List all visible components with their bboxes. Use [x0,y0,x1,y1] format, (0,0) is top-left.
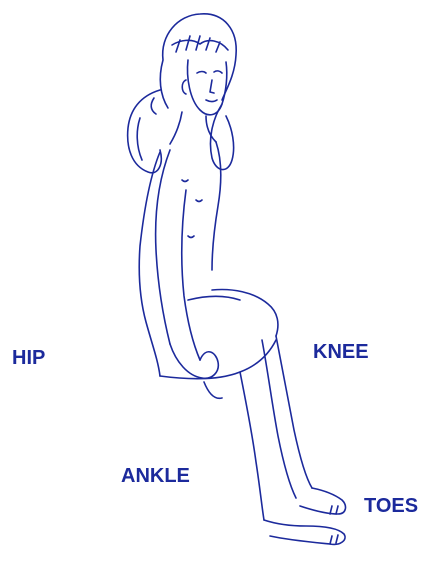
arm-lower [182,190,200,360]
nose-mouth [206,80,217,102]
neck [170,112,216,144]
foot-front [300,488,345,514]
lap-fold [188,296,240,300]
left-pigtail-tie [151,98,156,114]
arm-upper [156,150,170,344]
hair-bangs [172,36,228,52]
foot-back [264,520,345,544]
label-toes: TOES [364,496,418,516]
second-leg [262,340,296,498]
ear [182,80,186,94]
eyes [197,71,222,73]
label-knee: KNEE [313,342,369,362]
navel [188,236,194,238]
calf-back [240,372,264,520]
label-ankle: ANKLE [121,466,190,486]
shin-front [276,336,312,488]
toes-detail [330,506,338,544]
label-hip: HIP [12,348,45,368]
hand [170,344,222,398]
